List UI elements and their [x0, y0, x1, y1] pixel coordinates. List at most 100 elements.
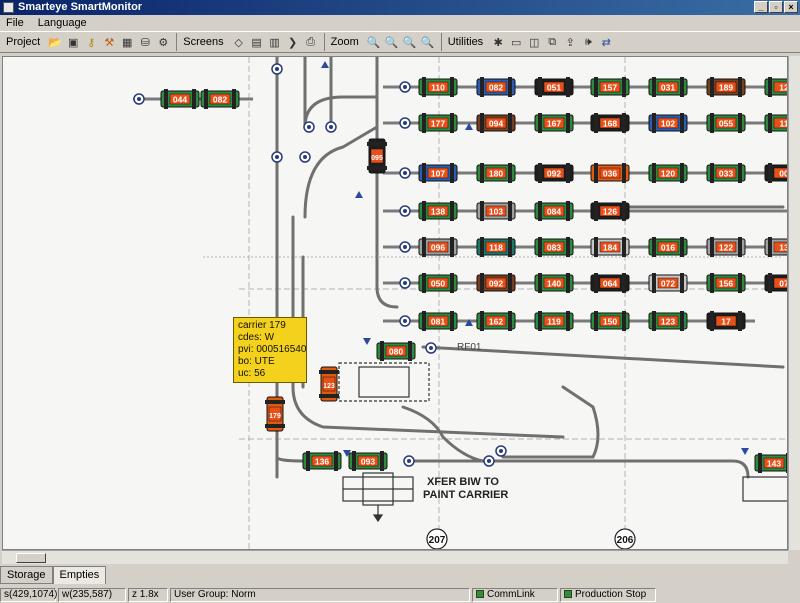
- carrier-vertical-095-label: 095: [371, 155, 383, 162]
- carrier-row1-0[interactable]: 177: [418, 113, 458, 133]
- monitor-canvas[interactable]: 110 082 051 157 031 189 12 177 094 167 168 102 055 11…: [2, 56, 788, 550]
- station-206[interactable]: 206: [614, 528, 636, 549]
- carrier-row1-0-label: 177: [431, 119, 445, 129]
- network-icon[interactable]: ⇄: [601, 36, 611, 49]
- carrier-row4-2[interactable]: 083: [534, 237, 574, 257]
- carrier-row4-3[interactable]: 184: [590, 237, 630, 257]
- carrier-row1-6[interactable]: 11: [764, 113, 788, 133]
- carrier-row1-2[interactable]: 167: [534, 113, 574, 133]
- database-icon[interactable]: ⛁: [140, 36, 150, 49]
- carrier-row2-5[interactable]: 033: [706, 163, 746, 183]
- zoom-reset-icon[interactable]: 🔍: [420, 36, 435, 49]
- carrier-row4-1[interactable]: 118: [476, 237, 516, 257]
- carrier-row4-4[interactable]: 016: [648, 237, 688, 257]
- carrier-row6-1[interactable]: 162: [476, 311, 516, 331]
- carrier-bottom-093[interactable]: 093: [348, 451, 388, 471]
- carrier-row5-1[interactable]: 092: [476, 273, 516, 293]
- export-icon[interactable]: ⇪: [565, 36, 575, 49]
- carrier-vertical-095[interactable]: 095: [367, 138, 387, 174]
- row-tracks: [133, 85, 787, 323]
- carrier-row4-0[interactable]: 096: [418, 237, 458, 257]
- vertical-scrollbar[interactable]: [788, 56, 800, 550]
- eraser-icon[interactable]: ◇: [234, 36, 243, 49]
- grid-icon[interactable]: ▦: [122, 36, 133, 49]
- monitor-icon[interactable]: ▭: [510, 36, 522, 49]
- document-icon[interactable]: ▥: [269, 36, 280, 49]
- carrier-row3-1[interactable]: 103: [476, 201, 516, 221]
- carrier-row6-2[interactable]: 119: [534, 311, 574, 331]
- carrier-row0-2[interactable]: 051: [534, 77, 574, 97]
- screen-icon[interactable]: ▤: [251, 36, 262, 49]
- carrier-row3-0[interactable]: 138: [418, 201, 458, 221]
- maximize-button[interactable]: ▫: [769, 1, 783, 13]
- settings-gear-icon[interactable]: ✱: [493, 36, 503, 49]
- horizontal-scrollbar[interactable]: [2, 550, 788, 564]
- carrier-top-left-1[interactable]: 044: [160, 89, 200, 109]
- carrier-row1-1[interactable]: 094: [476, 113, 516, 133]
- print-icon[interactable]: ⎙: [306, 35, 316, 48]
- carrier-row0-5[interactable]: 189: [706, 77, 746, 97]
- carrier-bottom-136[interactable]: 136: [302, 451, 342, 471]
- carrier-row6-5[interactable]: 17: [706, 311, 746, 331]
- carrier-row1-4[interactable]: 102: [648, 113, 688, 133]
- scroll-thumb[interactable]: [16, 553, 46, 563]
- carrier-row0-1[interactable]: 082: [476, 77, 516, 97]
- carrier-right-143[interactable]: 143: [754, 453, 788, 473]
- carrier-row1-3[interactable]: 168: [590, 113, 630, 133]
- settings-icon[interactable]: ⚙: [158, 36, 169, 49]
- carrier-top-left-2[interactable]: 082: [200, 89, 240, 109]
- tab-empties[interactable]: Empties: [52, 566, 107, 584]
- carrier-row5-2-label: 140: [547, 279, 561, 289]
- tooltip-bo: bo: UTE: [238, 356, 275, 367]
- menu-file[interactable]: File: [6, 17, 24, 29]
- carrier-row1-5[interactable]: 055: [706, 113, 746, 133]
- carrier-row2-4[interactable]: 120: [648, 163, 688, 183]
- carrier-row3-3[interactable]: 126: [590, 201, 630, 221]
- menu-language[interactable]: Language: [37, 17, 87, 29]
- zoom-fit-icon[interactable]: 🔍: [402, 36, 417, 49]
- zoom-out-icon[interactable]: 🔍: [384, 36, 399, 49]
- carrier-row2-1[interactable]: 180: [476, 163, 516, 183]
- carrier-row4-5[interactable]: 122: [706, 237, 746, 257]
- carrier-row5-3[interactable]: 064: [590, 273, 630, 293]
- carrier-mid-123[interactable]: 123: [319, 366, 339, 402]
- sound-icon[interactable]: 🕪: [584, 35, 592, 48]
- tools-icon[interactable]: ⚒: [104, 36, 115, 49]
- status-user-group: User Group: Norm: [170, 588, 470, 602]
- close-button[interactable]: ×: [784, 1, 798, 13]
- row-node-1: [399, 117, 411, 129]
- carrier-row2-3[interactable]: 036: [590, 163, 630, 183]
- carrier-179[interactable]: 179: [265, 396, 285, 432]
- carrier-row2-2[interactable]: 092: [534, 163, 574, 183]
- next-screen-icon[interactable]: ❯: [288, 36, 298, 49]
- window-icon[interactable]: ◫: [528, 36, 540, 49]
- carrier-row5-5[interactable]: 156: [706, 273, 746, 293]
- carrier-row5-0[interactable]: 050: [418, 273, 458, 293]
- carrier-row6-4[interactable]: 123: [648, 311, 688, 331]
- zoom-in-icon[interactable]: 🔍: [366, 36, 381, 49]
- tab-storage[interactable]: Storage: [0, 566, 53, 584]
- status-zoom: z 1.8x: [128, 588, 168, 602]
- copy-icon[interactable]: ⧉: [548, 35, 557, 48]
- carrier-row5-6[interactable]: 07: [764, 273, 788, 293]
- carrier-row5-2[interactable]: 140: [534, 273, 574, 293]
- carrier-row0-0[interactable]: 110: [418, 77, 458, 97]
- carrier-row2-0[interactable]: 107: [418, 163, 458, 183]
- carrier-row0-3[interactable]: 157: [590, 77, 630, 97]
- minimize-button[interactable]: _: [754, 1, 768, 13]
- carrier-row5-4[interactable]: 072: [648, 273, 688, 293]
- save-icon[interactable]: ▣: [68, 36, 79, 49]
- plant-diagram[interactable]: 110 082 051 157 031 189 12 177 094 167 168 102 055 11…: [3, 57, 788, 550]
- carrier-row6-0[interactable]: 081: [418, 311, 458, 331]
- carrier-row4-6[interactable]: 13: [764, 237, 788, 257]
- key-icon[interactable]: ⚷: [87, 36, 96, 49]
- carrier-row3-2[interactable]: 084: [534, 201, 574, 221]
- carrier-row0-6[interactable]: 12: [764, 77, 788, 97]
- station-207[interactable]: 207: [426, 528, 448, 549]
- carrier-row0-4[interactable]: 031: [648, 77, 688, 97]
- open-folder-icon[interactable]: 📂: [48, 36, 63, 49]
- carrier-row6-3[interactable]: 150: [590, 311, 630, 331]
- carrier-mid-080[interactable]: 080: [376, 341, 416, 361]
- carrier-row2-6[interactable]: 00: [764, 163, 788, 183]
- carrier-row6-2-label: 119: [547, 317, 561, 327]
